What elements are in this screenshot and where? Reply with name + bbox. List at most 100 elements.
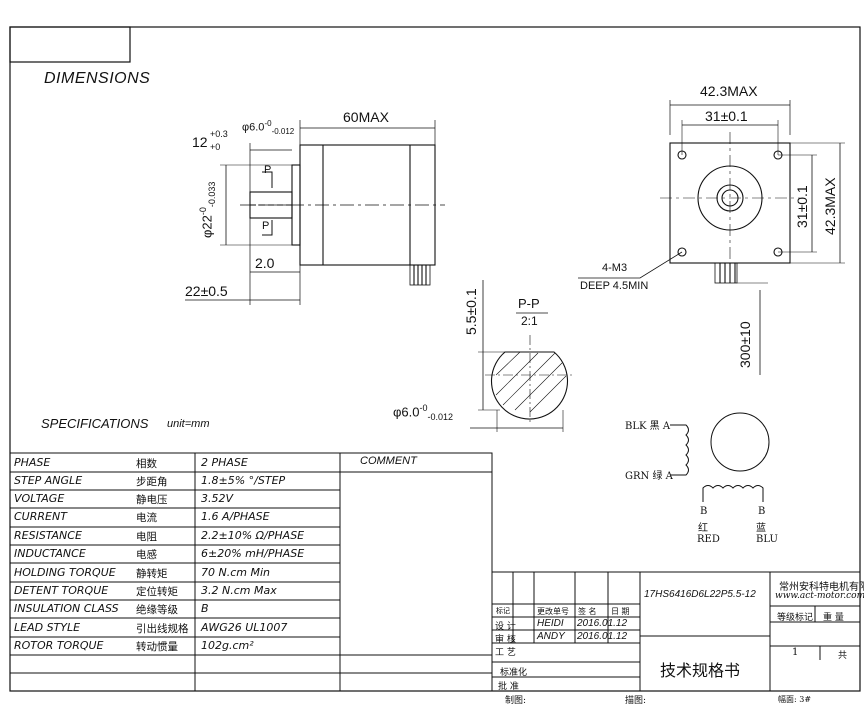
section-scale: 2:1 [521,314,538,328]
shaft-dia-tol-top: -0 [264,119,272,128]
spec-value: 102g.cm² [201,639,254,652]
side-view [185,120,445,305]
part-number: 17HS6416D6L22P5.5-12 [644,589,756,600]
spec-label: LEAD STYLE [14,621,81,634]
section-flat-dim: 5.5±0.1 [463,288,479,335]
spec-unit: unit=mm [167,418,210,430]
spec-label-cn: 电阻 [136,531,157,543]
wire-red-letter: B [700,506,708,517]
hdr-sign: 签 名 [578,607,597,616]
spec-value: 2.2±10% Ω/PHASE [201,529,305,542]
spec-label: CURRENT [14,510,67,523]
title-block [491,571,861,692]
boss-base: φ22 [199,215,215,238]
check-date: 2016.01.12 [577,631,628,642]
spec-label-cn: 定位转矩 [136,586,178,598]
hdr-mark: 标记 [496,607,510,615]
checker-name: ANDY [537,631,565,642]
spec-label-cn: 相数 [136,458,157,470]
spec-label: PHASE [14,456,51,469]
width-dim: 42.3MAX [700,83,758,99]
row-design: 设 计 [495,622,516,632]
hole-spacing-v: 31±0.1 [794,185,810,228]
wire-blu-cn: 蓝 [756,523,766,534]
wire-red-en: RED [697,534,720,545]
wire-grn: GRN 绿 A [625,471,673,482]
design-date: 2016.01.12 [577,618,628,629]
section-title: P-P [518,296,540,311]
spec-value: AWG26 UL1007 [201,621,288,634]
spec-label-cn: 电感 [136,549,157,561]
company-website: www.act-motor.com [775,591,864,601]
p-marker-bottom: P [262,220,270,232]
format-label: 幅面: 3# [778,695,812,704]
section-dia-tol-top: -0 [419,403,428,413]
front-view [578,100,845,375]
spec-value: 3.2 N.cm Max [201,584,277,597]
spec-label-cn: 步距角 [136,476,168,488]
traced-label: 描图: [625,696,647,706]
approve-label: 批 准 [498,682,519,692]
spec-label: INDUCTANCE [14,547,86,560]
spec-label-cn: 静转矩 [136,568,168,580]
flat-len-base: 12 [192,134,208,150]
comment-header: COMMENT [360,455,417,467]
shaft-dia-base: φ6.0 [242,121,265,134]
spec-label-cn: 绝缘等级 [136,604,178,616]
spec-label: DETENT TORQUE [14,584,109,597]
company-name: 常州安科特电机有限 [779,582,864,593]
shaft-dia-tol-bottom: -0.012 [271,126,295,136]
thread-label: 4-M3 [602,262,628,274]
flange-dim: 2.0 [255,255,275,271]
spec-table [9,452,493,691]
spec-value: B [201,602,209,615]
length-dim: 60MAX [343,109,389,125]
spec-title: SPECIFICATIONS [41,416,149,431]
p-marker-top: P [264,164,272,176]
spec-label: RESISTANCE [14,529,82,542]
boss-tol-top: -0 [198,207,208,216]
spec-label-cn: 引出线规格 [136,623,189,635]
spec-label: INSULATION CLASS [14,602,119,615]
spec-label: VOLTAGE [14,492,65,505]
boss-dim: φ22-0-0.033 [198,182,217,238]
row-process: 工 艺 [495,648,516,658]
drawing-frame [9,26,861,692]
spec-value: 1.8±5% °/STEP [201,474,286,487]
flat-len-tol-top: +0.3 [210,129,228,139]
wire-red-cn: 红 [698,523,708,534]
spec-value: 1.6 A/PHASE [201,510,270,523]
spec-label: ROTOR TORQUE [14,639,104,652]
wire-blk: BLK 黑 A [625,421,671,432]
wire-blu-letter: B [758,506,766,517]
corner-box [9,26,131,63]
spec-value: 6±20% mH/PHASE [201,547,305,560]
spec-label-cn: 电流 [136,512,157,524]
dimensions-title: DIMENSIONS [44,70,151,87]
section-view [470,280,575,432]
spec-label: STEP ANGLE [14,474,83,487]
document-title: 技术规格书 [660,661,741,680]
lead-length-dim: 300±10 [737,321,753,368]
total-label: 共 [838,651,848,661]
deep-label: DEEP 4.5MIN [580,280,649,292]
height-dim: 42.3MAX [822,177,838,235]
qty-value: 1 [792,647,799,658]
spec-value: 70 N.cm Min [201,566,270,579]
std-label: 标准化 [500,668,528,678]
spec-label-cn: 转动惯量 [136,641,178,653]
hole-spacing-h: 31±0.1 [705,108,748,124]
drawn-label: 制图: [505,696,527,706]
shaft-len-dim: 22±0.5 [185,283,228,299]
wire-blu-en: BLU [756,534,778,545]
hdr-change: 更改单号 [537,607,569,616]
weight-label: 重 量 [823,613,844,623]
flat-len-tol-bottom: +0 [210,142,221,152]
stage-mark: 等级标记 [777,613,814,623]
spec-value: 2 PHASE [201,456,248,469]
spec-label: HOLDING TORQUE [14,566,116,579]
spec-value: 3.52V [201,492,234,505]
section-dia-dim: φ6.0-0-0.012 [393,403,453,422]
designer-name: HEIDI [537,618,564,629]
